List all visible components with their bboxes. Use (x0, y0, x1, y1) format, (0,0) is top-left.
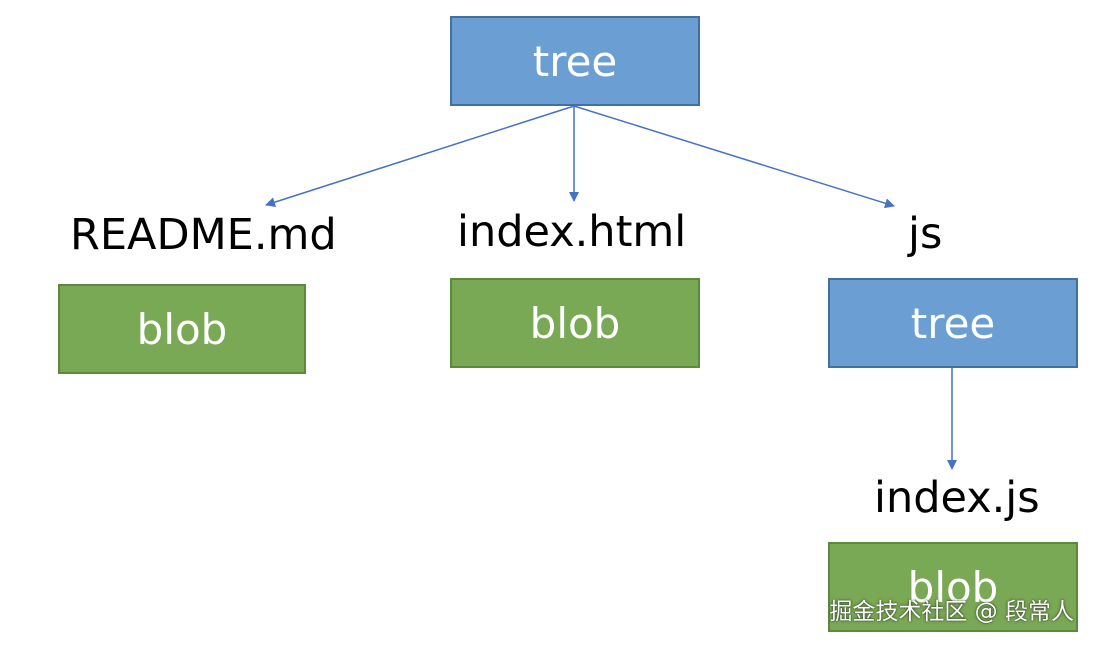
edge-root-to-readme (265, 105, 575, 208)
root-tree-label: tree (532, 36, 618, 86)
index-html-blob-label: blob (529, 298, 621, 348)
index-js-filename: index.js (874, 473, 1040, 523)
index-html-blob-node: blob (450, 278, 700, 368)
readme-blob-label: blob (136, 304, 228, 354)
js-dirname: js (908, 209, 943, 259)
index-html-filename: index.html (457, 207, 687, 257)
edge-root-to-js (573, 105, 895, 209)
readme-blob-node: blob (58, 284, 306, 374)
index-js-blob-node: blob (828, 542, 1078, 632)
root-tree-node: tree (450, 16, 700, 106)
readme-filename: README.md (70, 210, 337, 260)
index-js-blob-label: blob (907, 562, 999, 612)
js-tree-label: tree (910, 298, 996, 348)
watermark-text: 掘金技术社区 @ 段常人 (829, 599, 1074, 625)
js-tree-node: tree (828, 278, 1078, 368)
